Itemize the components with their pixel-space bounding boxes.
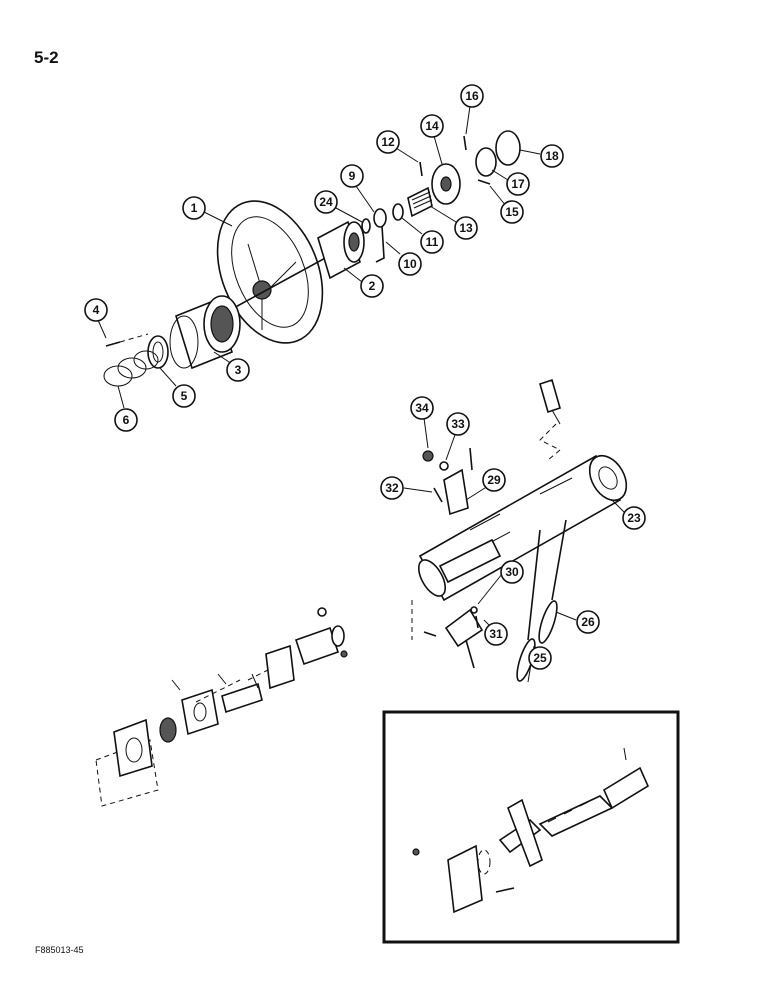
mounting-bracket bbox=[438, 538, 502, 584]
svg-text:24: 24 bbox=[319, 195, 333, 209]
callout-13: 13 bbox=[429, 205, 478, 240]
svg-text:23: 23 bbox=[627, 511, 641, 525]
callout-15: 15 bbox=[489, 185, 524, 224]
svg-text:3: 3 bbox=[235, 363, 242, 377]
callout-34: 34 bbox=[410, 396, 434, 449]
nut-34 bbox=[422, 450, 434, 462]
mounting-plate bbox=[181, 688, 219, 736]
callout-26: 26 bbox=[555, 610, 600, 634]
clamp bbox=[444, 608, 484, 648]
callout-14: 14 bbox=[420, 114, 444, 165]
washer-33 bbox=[439, 461, 449, 471]
svg-text:17: 17 bbox=[511, 177, 525, 191]
svg-text:25: 25 bbox=[533, 651, 547, 665]
screw-12 bbox=[419, 161, 423, 177]
svg-text:18: 18 bbox=[545, 149, 559, 163]
bolt-32 bbox=[433, 487, 443, 503]
inset-detail bbox=[382, 710, 680, 944]
inset-bracket bbox=[507, 798, 543, 868]
callout-2: 2 bbox=[343, 267, 384, 298]
svg-text:4: 4 bbox=[93, 303, 100, 317]
bolt-31 bbox=[475, 615, 479, 629]
washer-24 bbox=[361, 218, 371, 234]
svg-text:31: 31 bbox=[489, 627, 503, 641]
svg-text:10: 10 bbox=[403, 257, 417, 271]
svg-text:9: 9 bbox=[349, 169, 356, 183]
callout-17: 17 bbox=[491, 169, 530, 196]
u-joint bbox=[294, 626, 340, 666]
inset-flange bbox=[447, 844, 483, 914]
svg-text:13: 13 bbox=[459, 221, 473, 235]
svg-text:6: 6 bbox=[123, 413, 130, 427]
lower-hub-body bbox=[169, 295, 241, 370]
ring-5 bbox=[147, 335, 169, 369]
svg-text:16: 16 bbox=[465, 89, 479, 103]
callout-10: 10 bbox=[385, 241, 422, 276]
lever-25 bbox=[527, 529, 541, 641]
callout-24: 24 bbox=[314, 190, 363, 223]
bracket-29 bbox=[443, 468, 469, 516]
callout-4: 4 bbox=[84, 298, 108, 339]
svg-text:32: 32 bbox=[385, 481, 399, 495]
callout-12: 12 bbox=[376, 130, 419, 163]
svg-text:30: 30 bbox=[505, 565, 519, 579]
hub-sleeve bbox=[317, 220, 365, 280]
lever-26 bbox=[551, 519, 567, 601]
svg-text:29: 29 bbox=[487, 473, 501, 487]
coupler bbox=[221, 682, 263, 714]
callout-3: 3 bbox=[213, 351, 250, 382]
screw-4 bbox=[105, 341, 121, 347]
figure-code: F885013-45 bbox=[35, 945, 84, 955]
svg-text:33: 33 bbox=[451, 417, 465, 431]
flange-2 bbox=[265, 644, 295, 690]
callout-5: 5 bbox=[159, 367, 196, 408]
callout-33: 33 bbox=[445, 412, 470, 461]
callout-16: 16 bbox=[460, 84, 484, 135]
screw-16 bbox=[463, 135, 467, 151]
page-number: 5-2 bbox=[34, 48, 59, 67]
callout-11: 11 bbox=[401, 217, 444, 254]
svg-text:26: 26 bbox=[581, 615, 595, 629]
lower-shaft-assembly bbox=[95, 607, 348, 807]
svg-text:11: 11 bbox=[426, 235, 439, 249]
cap-17 bbox=[475, 147, 497, 177]
svg-text:34: 34 bbox=[415, 401, 429, 415]
callout-25: 25 bbox=[527, 645, 552, 683]
nut-30 bbox=[470, 606, 478, 614]
lever-10 bbox=[375, 225, 385, 263]
svg-text:2: 2 bbox=[369, 279, 376, 293]
emblem-18 bbox=[495, 130, 521, 166]
spring-13 bbox=[407, 186, 433, 218]
callout-30: 30 bbox=[477, 560, 524, 605]
callout-31: 31 bbox=[483, 619, 508, 646]
callout-6: 6 bbox=[114, 385, 138, 432]
callout-1: 1 bbox=[182, 196, 233, 227]
svg-text:1: 1 bbox=[191, 201, 198, 215]
svg-text:5: 5 bbox=[181, 389, 188, 403]
spring-9 bbox=[373, 208, 387, 228]
steering-column-assembly bbox=[411, 378, 628, 682]
seal bbox=[159, 717, 177, 743]
svg-text:12: 12 bbox=[381, 135, 395, 149]
svg-text:15: 15 bbox=[505, 205, 519, 219]
steering-wheel-assembly bbox=[103, 130, 521, 387]
connector bbox=[539, 378, 561, 414]
callout-9: 9 bbox=[340, 164, 375, 213]
screw-15 bbox=[477, 179, 491, 185]
callout-23: 23 bbox=[611, 499, 646, 530]
callout-18: 18 bbox=[519, 144, 564, 168]
cam-11 bbox=[392, 203, 404, 221]
svg-text:14: 14 bbox=[425, 119, 439, 133]
inset-shaft bbox=[538, 795, 614, 837]
flange-plate bbox=[113, 718, 153, 778]
callout-32: 32 bbox=[380, 476, 433, 500]
callout-29: 29 bbox=[465, 468, 506, 501]
